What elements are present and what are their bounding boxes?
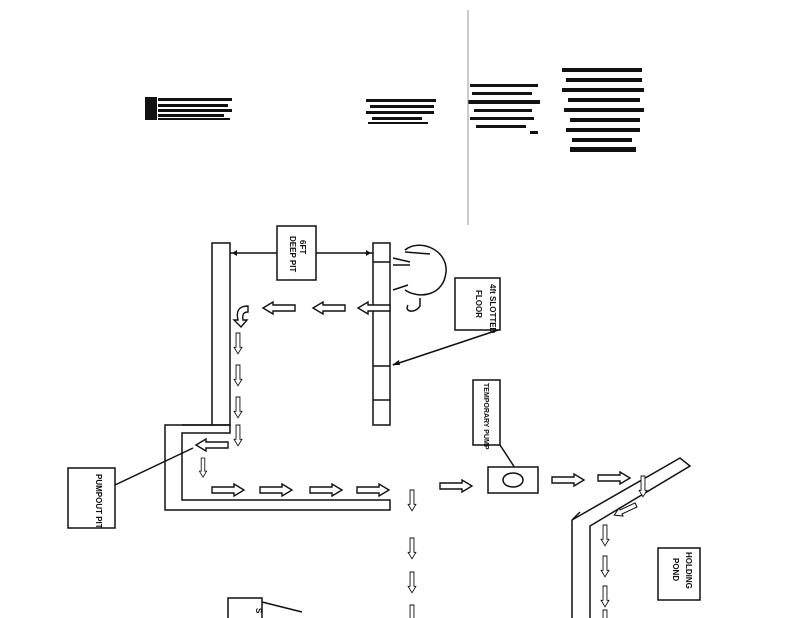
redacted-block-1 [158, 98, 232, 120]
temporary-pump-label-box: TEMPORARY PUMP [472, 379, 516, 469]
deep-pit-label-box: 6FT DEEP PIT [230, 225, 373, 281]
arrow-right-icon [551, 473, 585, 487]
arrow-left-icon [262, 301, 296, 315]
arrow-down-icon [600, 585, 610, 608]
flow-arrows [195, 301, 648, 618]
arrow-down-icon [407, 604, 417, 618]
redacted-text-blocks [145, 68, 644, 152]
redacted-block-4 [562, 68, 644, 152]
pump [487, 466, 539, 494]
pig-illustration [392, 244, 447, 312]
redacted-block-3 [468, 84, 540, 134]
deep-pit-label-line1: 6FT [298, 240, 307, 254]
slotted-floor-label-box: 4ft SLOTTED FLOOR [392, 277, 501, 366]
arrow-down-icon [600, 555, 610, 578]
holding-pond-label-box: HOLDING POND [657, 547, 701, 601]
arrow-curve-icon [232, 305, 249, 329]
pumpout-pit-label-box: PUMPOUT PIT [67, 447, 194, 529]
slotted-floor-label-line2: FLOOR [474, 290, 483, 318]
arrow-down-icon [600, 609, 610, 618]
arrow-down-icon [600, 524, 610, 547]
arrow-left-icon [357, 301, 391, 315]
arrow-right-icon [259, 483, 293, 497]
slotted-floor-label-line1: 4ft SLOTTED [488, 284, 497, 334]
arrow-down-icon [638, 475, 648, 498]
arrow-down-icon [407, 537, 417, 560]
arrow-down-icon [233, 364, 243, 387]
arrow-down-icon [407, 571, 417, 594]
temporary-pump-label: TEMPORARY PUMP [482, 383, 489, 450]
holding-pond-label-line1: HOLDING [684, 552, 693, 589]
arrow-down-icon [233, 332, 243, 355]
arrow-right-icon [439, 479, 473, 493]
arrow-left-icon [195, 438, 229, 452]
arrow-left-icon [312, 301, 346, 315]
deep-pit-label-line2: DEEP PIT [288, 236, 297, 272]
holding-pond-label-line2: POND [671, 558, 680, 581]
arrow-down-icon [233, 396, 243, 419]
slotted-floor [372, 242, 391, 426]
arrow-down-icon [407, 489, 417, 512]
pumpout-pit-label: PUMPOUT PIT [94, 474, 103, 529]
barn-walls [164, 242, 391, 511]
redacted-block-2 [366, 99, 436, 124]
bottom-label-box: S [227, 597, 303, 618]
arrow-right-icon [211, 483, 245, 497]
arrow-right-icon [309, 483, 343, 497]
arrow-right-icon [356, 483, 390, 497]
arrow-down-icon [198, 457, 208, 478]
arrow-down-icon [233, 424, 243, 447]
arrow-right-icon [597, 471, 631, 485]
bottom-label: S [254, 608, 263, 614]
